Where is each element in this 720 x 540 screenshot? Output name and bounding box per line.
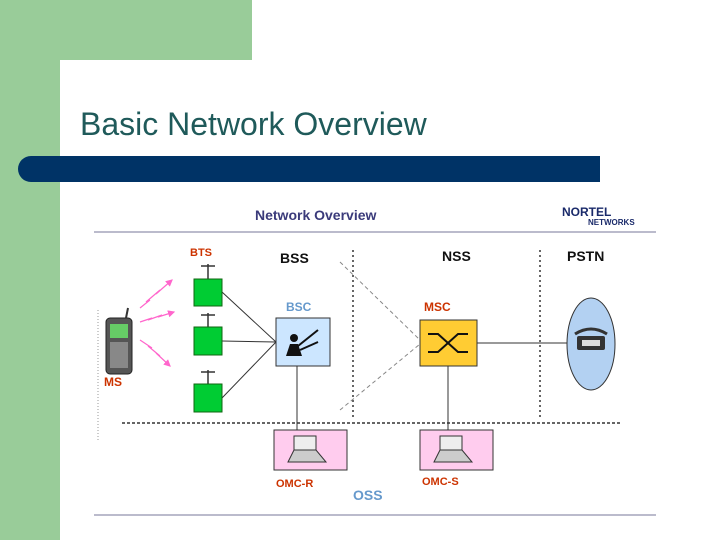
mobile-phone-icon	[97, 307, 133, 440]
bsc-node	[275, 317, 331, 367]
node-label-msc: MSC	[424, 300, 451, 314]
pstn-node	[566, 297, 616, 391]
logo-line2: NETWORKS	[588, 218, 635, 227]
section-label-nss: NSS	[442, 248, 471, 264]
bts-node-1	[193, 264, 223, 307]
link-bts2-bsc	[221, 340, 277, 343]
node-label-bsc: BSC	[286, 300, 312, 314]
link-bts3-bsc	[221, 341, 277, 399]
node-label-ms: MS	[104, 375, 122, 389]
laptop-icon	[287, 435, 328, 463]
node-label-bts: BTS	[190, 247, 212, 259]
msc-node	[419, 319, 478, 367]
nortel-logo: NORTEL NETWORKS	[562, 205, 635, 227]
omc-r-node	[273, 429, 348, 471]
bts-node-3	[193, 370, 223, 413]
logo-line1: NORTEL	[562, 205, 611, 219]
section-label-pstn: PSTN	[567, 248, 604, 264]
telephone-icon	[574, 327, 608, 350]
interface-dash-lower	[339, 343, 421, 411]
node-label-omc-s: OMC-S	[422, 476, 459, 488]
interface-dash-upper	[339, 261, 421, 341]
switch-icon	[428, 333, 468, 353]
section-label-oss: OSS	[353, 487, 383, 503]
slide-card	[60, 60, 720, 540]
section-label-bss: BSS	[280, 250, 309, 266]
page-title: Basic Network Overview	[80, 106, 427, 142]
background-band-left	[0, 0, 60, 540]
omc-s-node	[419, 429, 494, 471]
laptop-icon	[433, 435, 474, 463]
diagram-header: Network Overview	[255, 207, 376, 223]
node-label-omc-r: OMC-R	[276, 478, 313, 490]
title-underline-bar	[18, 156, 600, 182]
radio-waves	[139, 279, 176, 367]
link-bts1-bsc	[221, 291, 277, 343]
controller-person-icon	[286, 329, 319, 356]
bts-node-2	[193, 313, 223, 356]
